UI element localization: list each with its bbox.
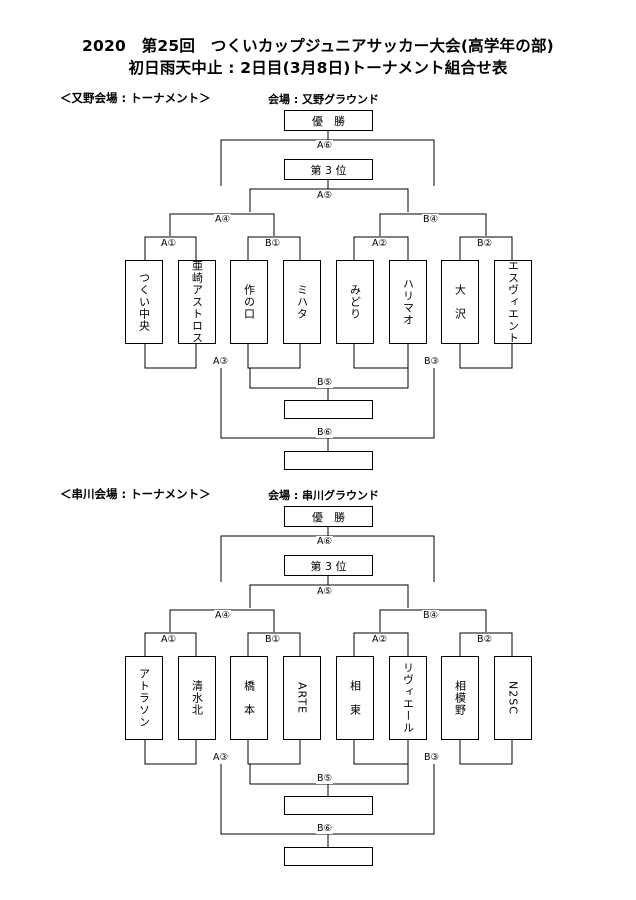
champion-box: 優 勝 xyxy=(284,506,373,527)
team-box: ARTE xyxy=(283,656,321,740)
match-label: A② xyxy=(371,634,389,645)
match-label: A① xyxy=(160,238,178,249)
final-result-box xyxy=(284,847,373,866)
match-label: A② xyxy=(371,238,389,249)
third-place-box: 第 3 位 xyxy=(284,555,373,576)
match-label: B① xyxy=(264,634,282,645)
team-box: リヴィエール xyxy=(389,656,427,740)
match-label: A⑤ xyxy=(316,586,334,597)
bracket-matano: 優 勝 第 3 位 A⑥ A⑤ A④ B④ A① B① A② B② A③ B③ … xyxy=(0,0,636,470)
match-label: A① xyxy=(160,634,178,645)
third-place-box: 第 3 位 xyxy=(284,159,373,180)
section-label-matano: ＜又野会場 : トーナメント＞ xyxy=(60,91,211,105)
match-label: B④ xyxy=(422,214,440,225)
team-box: 亜崎アストロス xyxy=(178,260,216,344)
venue-label-matano: 会場 : 又野グラウンド xyxy=(268,93,380,106)
team-box: ハリマオ xyxy=(389,260,427,344)
match-label: A④ xyxy=(214,610,232,621)
team-box: つくい中央 xyxy=(125,260,163,344)
section-label-kushikawa: ＜串川会場 : トーナメント＞ xyxy=(60,487,211,501)
match-label: A③ xyxy=(212,356,230,367)
match-label: B⑤ xyxy=(316,377,334,388)
fifth-place-box xyxy=(284,796,373,815)
team-box: 相模野 xyxy=(441,656,479,740)
bracket-kushikawa: 優 勝 第 3 位 A⑥ A⑤ A④ B④ A① B① A② B② A③ B③ … xyxy=(0,396,636,866)
match-label: A③ xyxy=(212,752,230,763)
team-box: みどり xyxy=(336,260,374,344)
team-box: 橋 本 xyxy=(230,656,268,740)
final-result-box xyxy=(284,451,373,470)
page-title: 2020 第25回 つくいカップジュニアサッカー大会(高学年の部) xyxy=(82,37,554,55)
match-label: B⑥ xyxy=(316,823,334,834)
match-label: A⑤ xyxy=(316,190,334,201)
champion-box: 優 勝 xyxy=(284,110,373,131)
team-box: ミハタ xyxy=(283,260,321,344)
team-box: アトラソン xyxy=(125,656,163,740)
team-box: 作の口 xyxy=(230,260,268,344)
match-label: A④ xyxy=(214,214,232,225)
match-label: B② xyxy=(476,238,494,249)
match-label: A⑥ xyxy=(316,140,334,151)
match-label: B③ xyxy=(423,752,441,763)
bracket-lines-kushikawa xyxy=(144,526,513,847)
fifth-place-box xyxy=(284,400,373,419)
match-label: B④ xyxy=(422,610,440,621)
team-box: 相 東 xyxy=(336,656,374,740)
page-subtitle: 初日雨天中止 : 2日目(3月8日)トーナメント組合せ表 xyxy=(128,59,508,77)
team-box: N2SC xyxy=(494,656,532,740)
match-label: B⑥ xyxy=(316,427,334,438)
team-box: 清水北 xyxy=(178,656,216,740)
team-box: エスヴィエント xyxy=(494,260,532,344)
match-label: B③ xyxy=(423,356,441,367)
match-label: B① xyxy=(264,238,282,249)
venue-label-kushikawa: 会場 : 串川グラウンド xyxy=(268,489,380,502)
team-box: 大 沢 xyxy=(441,260,479,344)
match-label: A⑥ xyxy=(316,536,334,547)
match-label: B⑤ xyxy=(316,773,334,784)
match-label: B② xyxy=(476,634,494,645)
